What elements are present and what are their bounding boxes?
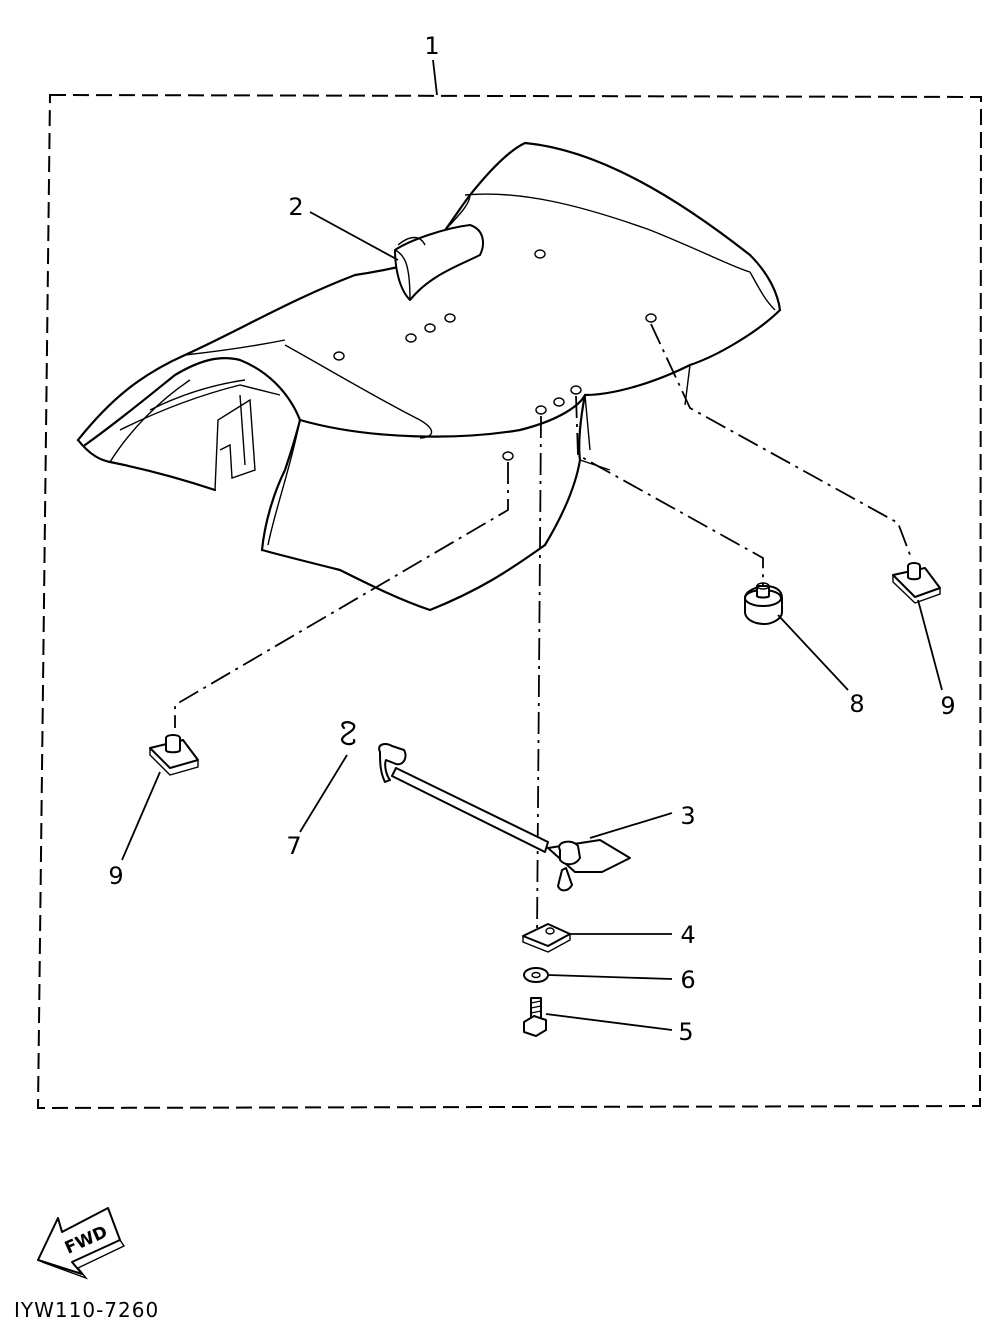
leader-7	[299, 754, 348, 833]
callout-9-left: 9	[108, 862, 123, 890]
seat-holes	[333, 249, 657, 461]
damper-8	[744, 582, 783, 625]
leader-8	[777, 614, 849, 691]
callout-2: 2	[288, 193, 303, 221]
figure-code: IYW110-7260	[14, 1298, 159, 1322]
leader-9-right	[917, 599, 943, 691]
install-line-left-nut	[174, 462, 509, 728]
spring-7	[340, 721, 356, 746]
callout-9-right: 9	[940, 692, 955, 720]
callout-7: 7	[286, 832, 301, 860]
leader-5	[545, 1013, 673, 1031]
callout-5: 5	[678, 1018, 693, 1046]
install-line-damper	[575, 395, 764, 585]
install-line-right-nut	[650, 323, 913, 561]
callout-6: 6	[680, 966, 695, 994]
leader-6	[547, 974, 673, 980]
seat-lock-3	[378, 743, 631, 892]
washer-6	[523, 967, 549, 983]
callout-3: 3	[680, 802, 695, 830]
seat	[76, 141, 782, 612]
leader-1	[432, 59, 438, 96]
nut-9-left	[149, 734, 199, 776]
leader-9-left	[121, 771, 161, 861]
nut-9-right	[892, 562, 941, 604]
callout-1: 1	[424, 32, 439, 60]
install-line-lock-stay	[536, 415, 542, 936]
fwd-arrow-icon: FWD	[37, 1207, 126, 1280]
leader-2	[309, 211, 399, 261]
bolt-5	[523, 997, 547, 1037]
leader-3	[589, 812, 673, 839]
lock-stay-4	[522, 923, 571, 953]
assembly-boundary	[36, 93, 983, 1110]
callout-8: 8	[849, 690, 864, 718]
callout-4: 4	[680, 921, 695, 949]
